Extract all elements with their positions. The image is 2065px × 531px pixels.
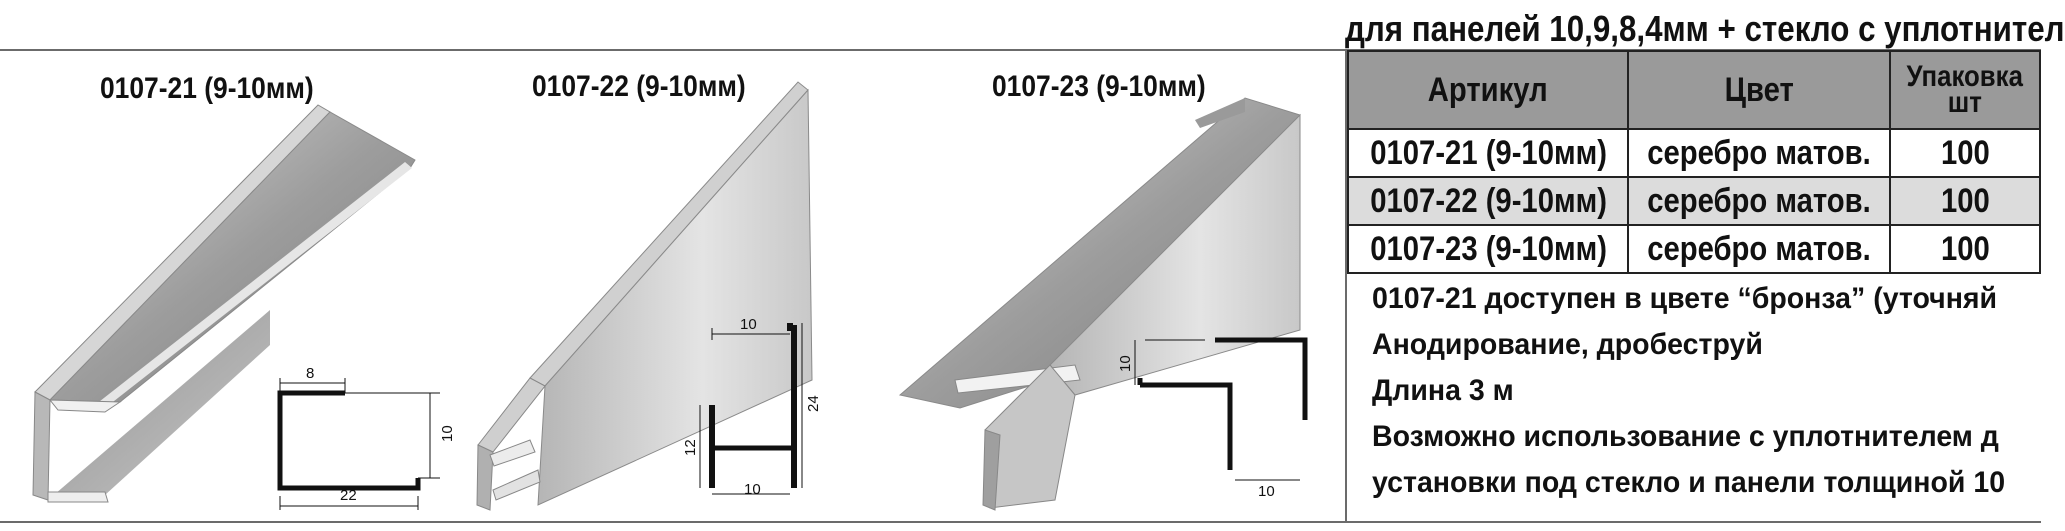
note-bronze: 0107-21 доступен в цвете “бронза” (уточн… [1372,282,1998,315]
table-row: 0107-22 (9-10мм) серебро матов. 100 [1346,176,2041,226]
product-illustrations: 8 10 22 10 24 12 10 [32,81,1308,511]
table-row: 0107-21 (9-10мм) серебро матов. 100 [1346,128,2041,178]
dim-10-bottom-23: 10 [1258,483,1275,500]
profile-0107-23-image [898,97,1301,511]
row-article: 0107-22 (9-10мм) [1369,181,1607,220]
dim-12: 12 [682,439,699,456]
bottom-border [0,521,2041,523]
profile-0107-21-image [32,104,416,503]
header-title: для панелей 10,9,8,4мм + стекло с уплотн… [1345,8,2065,49]
row-article: 0107-23 (9-10мм) [1369,229,1607,268]
header-article: Артикул [1346,50,1630,130]
header-package: Упаковка шт [1889,50,2041,130]
dim-22: 22 [340,487,357,504]
row-article: 0107-21 (9-10мм) [1369,133,1607,172]
product-label-0107-23: 0107-23 (9-10мм) [992,70,1206,103]
dim-10-bottom: 10 [744,481,761,498]
note-installation: установки под стекло и панели толщиной 1… [1372,466,2006,499]
profile-0107-22-section-drawing: 10 24 12 10 [682,316,822,498]
table-header-row: Артикул Цвет Упаковка шт [1346,50,2041,130]
dim-10-left: 10 [1117,355,1134,372]
row-qty: 100 [1940,229,1990,268]
spec-table: Артикул Цвет Упаковка шт 0107-21 (9-10мм… [1346,50,2041,274]
profile-0107-22-image [476,81,813,511]
top-border [0,49,2041,51]
dim-24: 24 [805,395,822,412]
note-length: Длина 3 м [1372,374,1514,407]
row-color: серебро матов. [1647,181,1872,220]
dim-8: 8 [306,365,314,382]
product-label-0107-22: 0107-22 (9-10мм) [532,70,746,103]
dim-10-top: 10 [740,316,757,333]
note-anodizing: Анодирование, дробеструй [1372,328,1763,361]
note-seal-usage: Возможно использование с уплотнителем д [1372,420,1999,453]
profile-0107-23-section-drawing: 10 10 [1117,337,1308,500]
row-color: серебро матов. [1647,133,1872,172]
table-row: 0107-23 (9-10мм) серебро матов. 100 [1346,224,2041,274]
product-label-0107-21: 0107-21 (9-10мм) [100,72,314,105]
row-color: серебро матов. [1647,229,1872,268]
header-color: Цвет [1627,50,1892,130]
row-qty: 100 [1940,133,1990,172]
row-qty: 100 [1940,181,1990,220]
profile-0107-21-section-drawing: 8 10 22 [277,365,456,510]
column-divider [1345,49,1347,523]
dim-10: 10 [439,425,456,442]
